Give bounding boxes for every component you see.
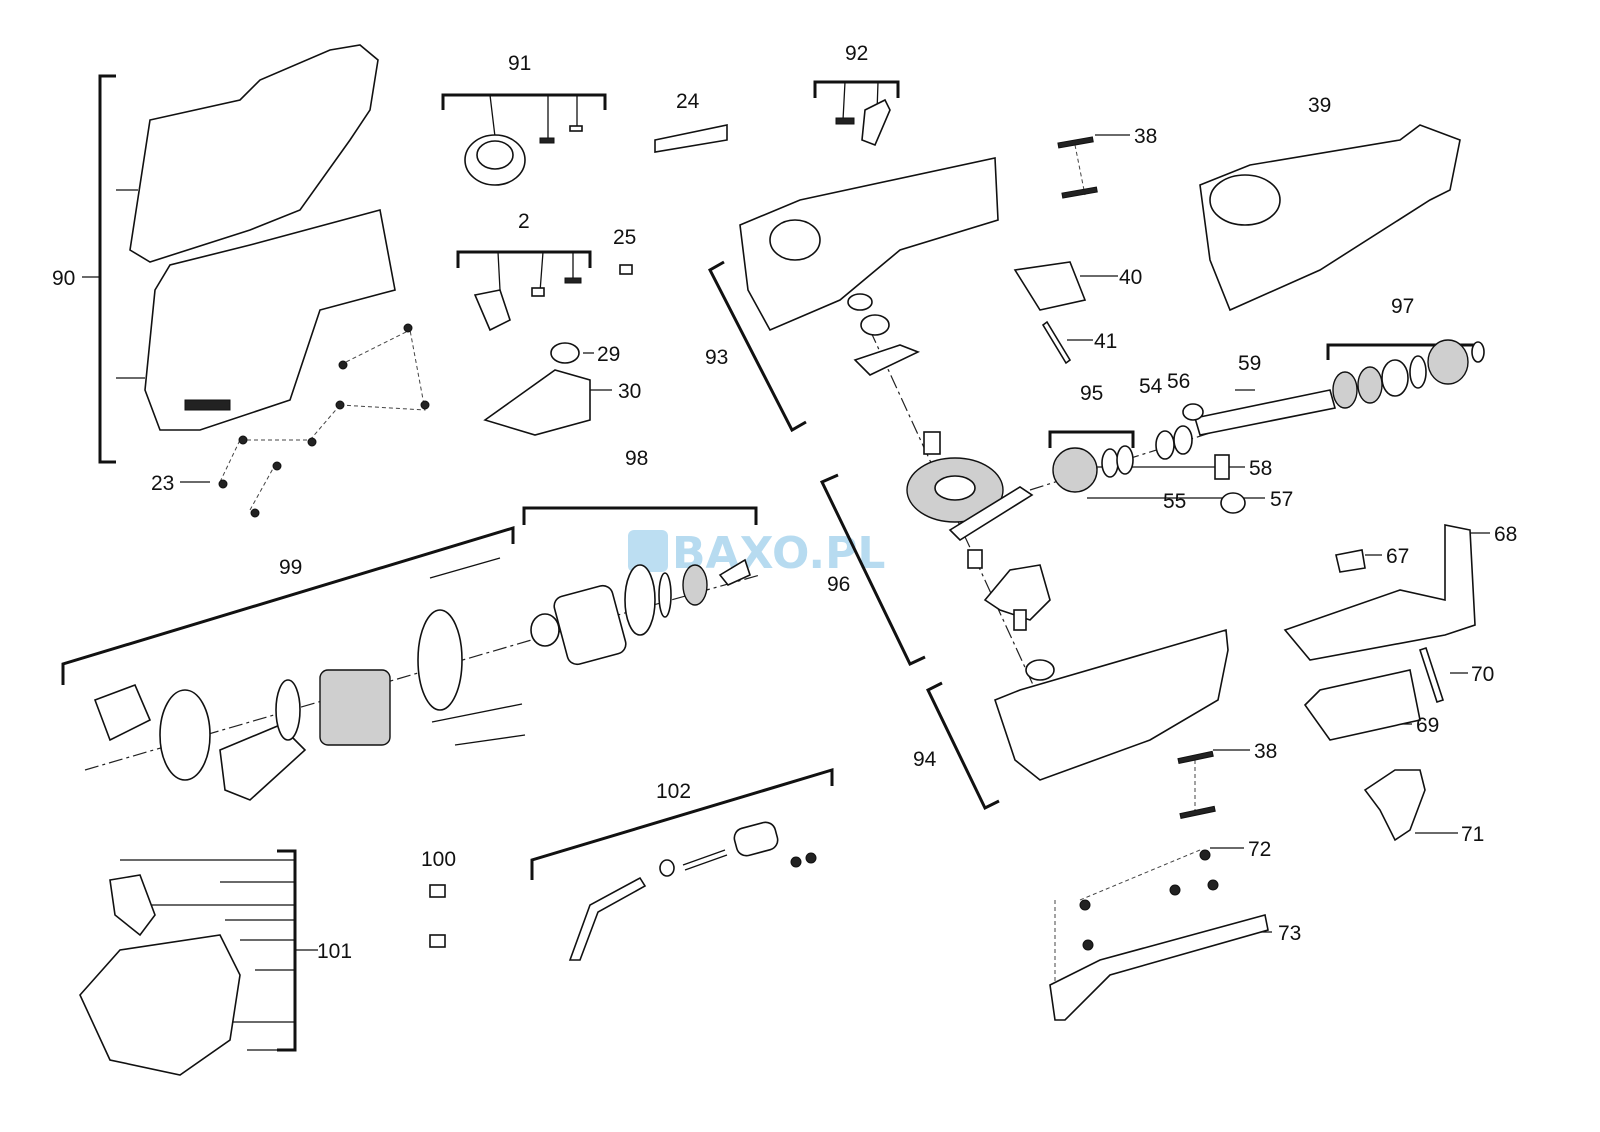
part-shoe-assembly	[1049, 524, 1476, 1021]
callout-24: 24	[676, 90, 700, 113]
callout-67: 67	[1386, 545, 1409, 568]
part-base-94	[994, 628, 1229, 781]
screws	[218, 136, 1219, 951]
part-gearbox-housing-39	[1199, 124, 1461, 312]
callout-100: 100	[421, 848, 456, 871]
callout-40: 40	[1119, 266, 1142, 289]
part-bevel-gear-96	[906, 431, 1051, 631]
callout-54: 54	[1139, 375, 1163, 398]
callout-101: 101	[317, 940, 352, 963]
callout-73: 73	[1278, 922, 1301, 945]
callout-97: 97	[1391, 295, 1414, 318]
callout-56: 56	[1167, 370, 1190, 393]
part-gear-housing-93	[739, 157, 999, 376]
callout-23: 23	[151, 472, 174, 495]
callout-96: 96	[827, 573, 850, 596]
part-lever-92	[835, 98, 891, 147]
callout-68: 68	[1494, 523, 1517, 546]
part-housing-halves-90	[129, 44, 396, 431]
part-small-parts	[483, 261, 1087, 436]
part-bearing-95	[1052, 425, 1193, 493]
group-brackets	[61, 74, 1483, 1052]
callout-92: 92	[845, 42, 868, 65]
callout-95: 95	[1080, 382, 1103, 405]
callout-29: 29	[597, 343, 620, 366]
callout-57: 57	[1270, 488, 1293, 511]
callout-39: 39	[1308, 94, 1331, 117]
callout-102: 102	[656, 780, 691, 803]
part-motor-99	[93, 557, 526, 801]
callout-30: 30	[618, 380, 641, 403]
callout-72: 72	[1248, 838, 1271, 861]
callout-labels: 90 91 92 24 39 38 2 25 40 29 30 41 93 97…	[52, 42, 1517, 963]
callout-41: 41	[1094, 330, 1117, 353]
callout-2: 2	[518, 210, 530, 233]
part-label-24	[654, 124, 728, 153]
callout-98: 98	[625, 447, 648, 470]
callout-69: 69	[1416, 714, 1439, 737]
callout-38b: 38	[1254, 740, 1277, 763]
callout-58: 58	[1249, 457, 1272, 480]
callout-90: 90	[52, 267, 75, 290]
callout-70: 70	[1471, 663, 1494, 686]
part-battery-mount-101	[79, 874, 446, 1076]
callout-93: 93	[705, 346, 728, 369]
callout-38: 38	[1134, 125, 1157, 148]
leader-lines	[82, 81, 1490, 1051]
callout-99: 99	[279, 556, 302, 579]
part-bail-handle-102	[568, 821, 817, 961]
callout-59: 59	[1238, 352, 1261, 375]
part-armature-98	[530, 558, 751, 666]
callout-25: 25	[613, 226, 636, 249]
part-switch-2	[473, 277, 582, 332]
callout-94: 94	[913, 748, 937, 771]
callout-55: 55	[1163, 490, 1186, 513]
part-blade-clamp-97	[1332, 339, 1485, 409]
callout-91: 91	[508, 52, 531, 75]
part-knob-91	[464, 125, 583, 186]
callout-71: 71	[1461, 823, 1484, 846]
part-plunger-59	[1182, 389, 1337, 514]
